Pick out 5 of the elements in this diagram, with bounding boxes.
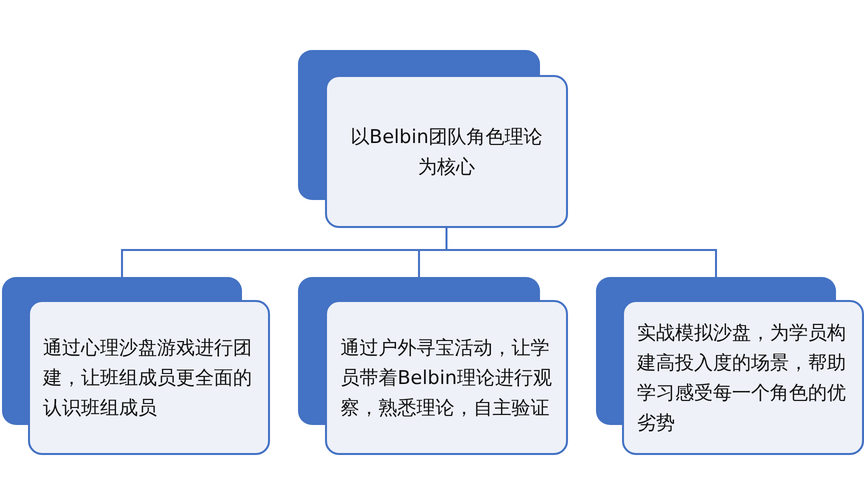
box-text: 以Belbin团队角色理论为核心 bbox=[349, 124, 544, 180]
box-text: 实战模拟沙盘，为学员构建高投入度的场景，帮助学习感受每一个角色的优劣势 bbox=[637, 320, 847, 436]
box-text: 通过心理沙盘游戏进行团建，让班组成员更全面的认识班组成员 bbox=[43, 336, 253, 420]
box-text: 通过户外寻宝活动，让学员带着Belbin理论进行观察，熟悉理论，自主验证 bbox=[340, 336, 552, 420]
connector-line bbox=[446, 228, 717, 277]
